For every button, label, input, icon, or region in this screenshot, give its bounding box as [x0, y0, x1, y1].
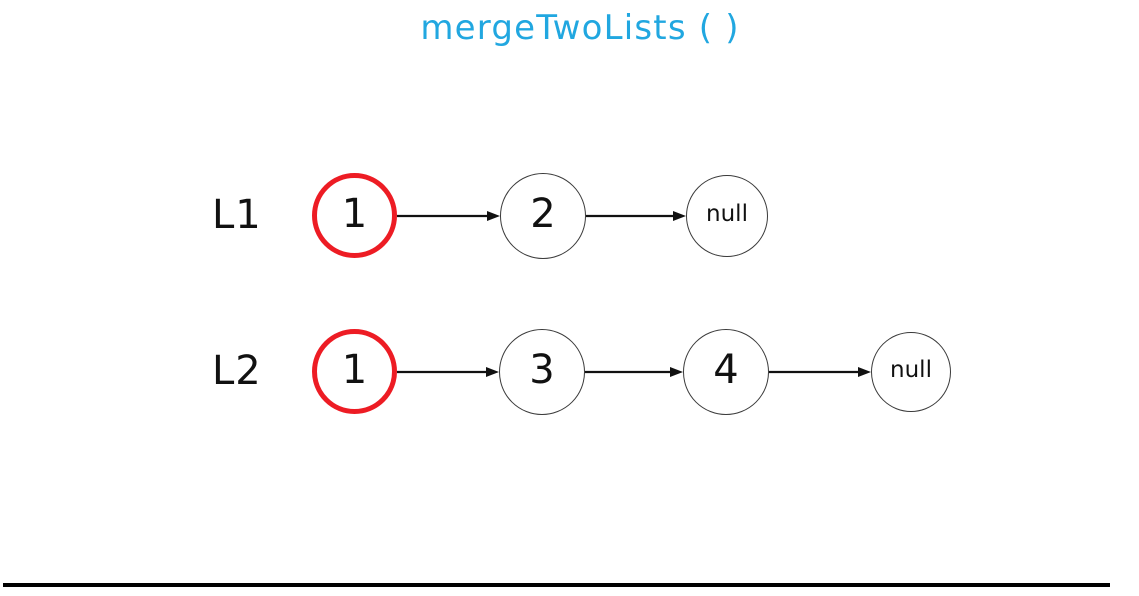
list-label-l2: L2	[212, 348, 262, 394]
l1-node-head[interactable]: 1	[312, 173, 397, 258]
l1-node-head-value: 1	[341, 190, 368, 237]
l1-node-2[interactable]: 2	[500, 173, 586, 259]
l2-node-4-value: 4	[713, 347, 739, 393]
l1-node-2-value: 2	[530, 191, 556, 237]
l2-edge-3-to-4	[585, 360, 683, 384]
l2-node-null-value: null	[890, 356, 932, 383]
l2-node-3[interactable]: 3	[499, 329, 585, 415]
l2-node-3-value: 3	[529, 347, 555, 393]
page-title: mergeTwoLists ( )	[420, 8, 740, 48]
l1-edge-2-to-null	[586, 204, 686, 228]
l2-edge-1-to-3	[397, 360, 499, 384]
list-label-l1: L1	[212, 192, 262, 238]
l2-edge-4-to-null	[769, 360, 871, 384]
l2-node-head-value: 1	[341, 346, 368, 393]
bottom-divider	[3, 583, 1110, 587]
l1-edge-1-to-2	[397, 204, 500, 228]
l2-node-4[interactable]: 4	[683, 329, 769, 415]
l2-node-null[interactable]: null	[871, 332, 951, 412]
l1-node-null-value: null	[706, 200, 748, 227]
l2-node-head[interactable]: 1	[312, 329, 397, 414]
l1-node-null[interactable]: null	[686, 175, 768, 257]
